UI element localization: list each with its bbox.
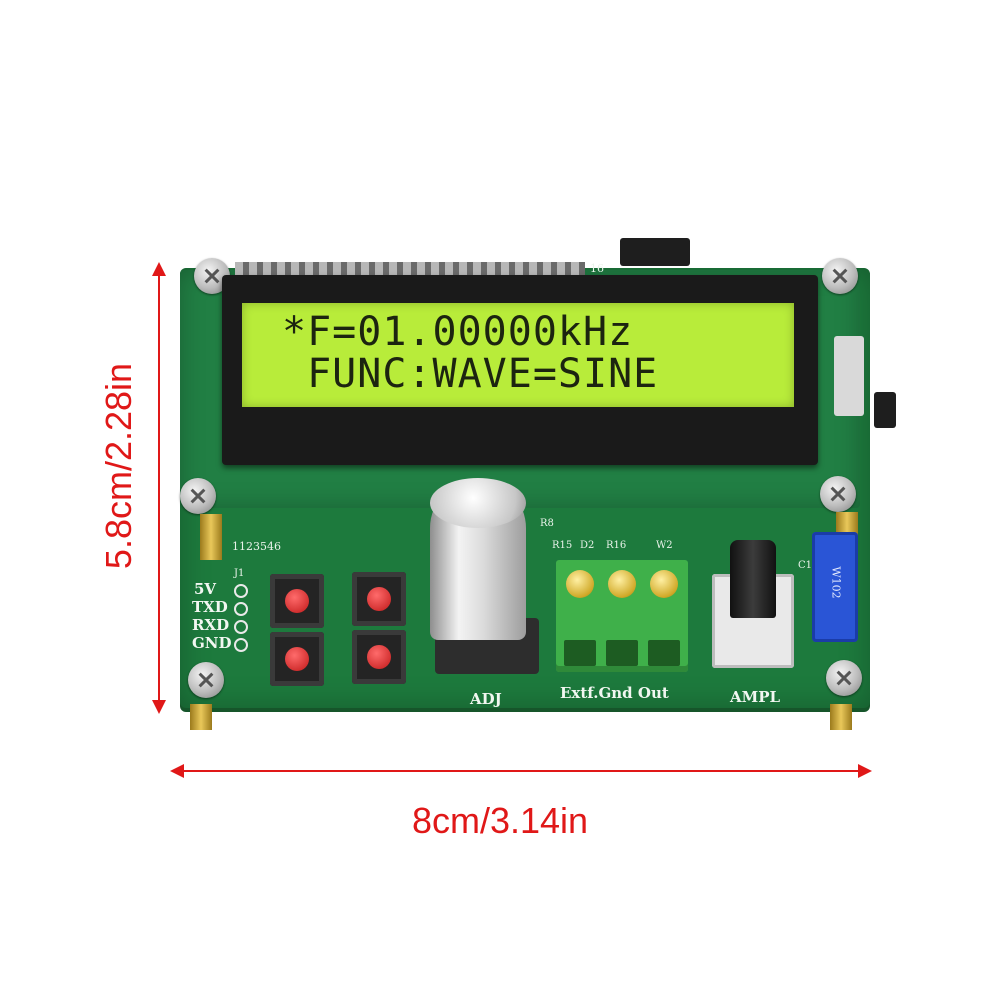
ref-r8: R8 [540,518,554,529]
usb-connector [620,238,690,266]
brass-standoff [200,514,222,560]
board-code: 1123546 [232,540,281,553]
height-dimension-line [158,272,160,704]
ref-r16: R16 [606,540,627,551]
power-switch-body [834,336,864,416]
screw-icon [180,478,216,514]
terminal-screw[interactable] [608,570,636,598]
width-dimension-line [182,770,862,772]
lcd-line-1: *F=01.00000kHz [282,309,634,355]
ampl-label: AMPL [730,688,781,706]
pin-hole [234,584,248,598]
terminal-screw[interactable] [650,570,678,598]
potentiometer-icon[interactable] [730,540,776,618]
push-button-icon[interactable] [352,572,406,626]
push-button-icon[interactable] [270,632,324,686]
arrow-down-icon [152,700,166,714]
pin-header [235,262,585,276]
height-label: 5.8cm/2.28in [98,362,139,570]
terminal-hole [606,640,638,666]
push-button-icon[interactable] [270,574,324,628]
screw-icon [820,476,856,512]
pin-label-txd: TXD [192,598,228,616]
pin-label-5v: 5V [194,580,217,598]
screw-icon [822,258,858,294]
lcd-line-2: FUNC:WAVE=SINE [282,351,659,397]
push-button-icon[interactable] [352,630,406,684]
pin-hole [234,638,248,652]
trimmer-code: W102 [829,566,843,599]
j1-label: J1 [234,568,245,579]
header-end-label: 16 [590,262,604,275]
lcd-screen [242,303,794,407]
ref-d2: D2 [580,540,595,551]
pin-label-gnd: GND [192,634,232,652]
pin-label-rxd: RXD [192,616,230,634]
terminal-hole [564,640,596,666]
terminal-label: Extf.Gnd Out [560,684,669,702]
terminal-screw[interactable] [566,570,594,598]
width-label: 8cm/3.14in [411,800,589,841]
adj-label: ADJ [470,690,502,708]
pin-hole [234,620,248,634]
arrow-up-icon [152,262,166,276]
brass-standoff [830,704,852,730]
ref-w2: W2 [656,540,673,551]
ref-r15: R15 [552,540,573,551]
power-switch-lever[interactable] [874,392,896,428]
screw-icon [826,660,862,696]
ref-c1: C1 [798,560,813,571]
arrow-right-icon [858,764,872,778]
knob-top [430,478,526,528]
brass-standoff [190,704,212,730]
screw-icon [188,662,224,698]
pin-hole [234,602,248,616]
arrow-left-icon [170,764,184,778]
trimmer-icon[interactable] [812,532,858,642]
terminal-hole [648,640,680,666]
